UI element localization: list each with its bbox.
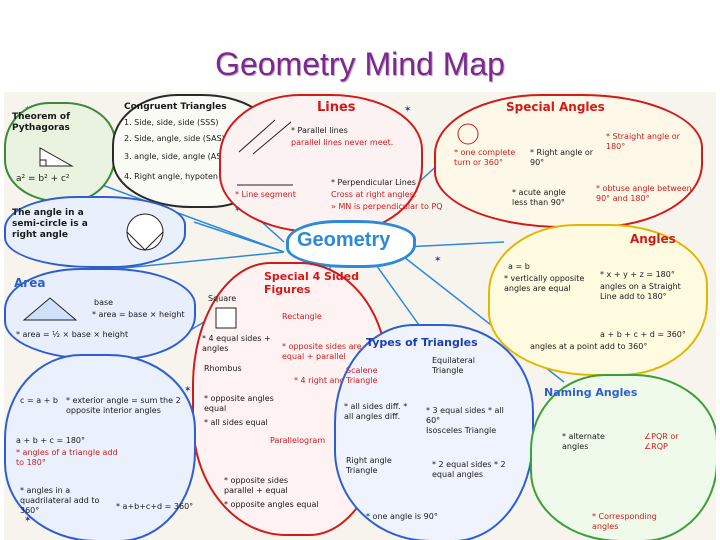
naming-bubble: Naming Angles ∠PQR or ∠RQP * alternate a…	[530, 374, 716, 540]
straight-angle: * Straight angle or 180°	[606, 132, 680, 151]
line-segment-icon	[237, 184, 293, 186]
svg-text:✶: ✶	[434, 254, 442, 264]
mind-map-sheet: ✶✶✶ ✶✶✶ ✶✶✶ ✶✶✶ ✶✶✶ Theorem of Pythagora…	[4, 92, 716, 540]
area-bubble: Area base * area = base × height * area …	[4, 268, 196, 360]
area-rect: * area = base × height	[92, 310, 185, 319]
scalene-note: * all sides diff. * all angles diff.	[344, 402, 408, 421]
perpendicular-label: * Perpendicular Lines	[331, 178, 416, 187]
complete-turn: * one complete turn or 360°	[454, 148, 516, 167]
right-angles-note: * 4 right angles	[294, 376, 356, 385]
segment-label: * Line segment	[235, 190, 296, 199]
square-note: * 4 equal sides + angles	[202, 334, 271, 353]
equilateral-label: Equilateral Triangle	[432, 356, 476, 375]
perpendicular-note: » MN is perpendicular to PQ	[331, 202, 443, 211]
scalene-label: Scalene Triangle	[346, 366, 378, 385]
congruent-item: 1. Side, side, side (SSS)	[124, 118, 219, 127]
page-title: Geometry Mind Map	[215, 46, 505, 82]
area-heading: Area	[14, 276, 46, 290]
perpendicular-note: Cross at right angles.	[331, 190, 417, 199]
parallelogram-note: * opposite sides parallel + equal	[224, 476, 289, 495]
congruent-heading: Congruent Triangles	[124, 102, 227, 112]
right-angle: * Right angle or 90°	[530, 148, 594, 167]
sum-note: * angles of a triangle add to 180°	[16, 448, 118, 467]
area-triangle: * area = ½ × base × height	[16, 330, 129, 339]
exterior-note: * exterior angle = sum the 2 opposite in…	[66, 396, 181, 415]
parallelogram-label: Parallelogram	[270, 436, 326, 445]
svg-text:✶: ✶	[24, 514, 32, 524]
special-angles-heading: Special Angles	[506, 100, 605, 114]
right-triangle-label: Right angle Triangle	[346, 456, 392, 475]
angles-heading: Angles	[630, 232, 676, 246]
isosceles-label: Isosceles Triangle	[426, 426, 497, 435]
area-base-label: base	[94, 298, 114, 307]
line-note: angles on a Straight Line add to 180°	[600, 282, 681, 301]
sum-eq: a + b + c = 180°	[16, 436, 86, 445]
lines-heading: Lines	[317, 100, 356, 115]
congruent-item: 3. angle, side, angle (ASA)	[124, 152, 231, 161]
alternate-angles: * alternate angles	[562, 432, 605, 451]
center-node: Geometry	[286, 220, 416, 268]
quad-sum-note: * angles in a quadrilateral add to 360°	[20, 486, 100, 515]
line-eq: * x + y + z = 180°	[600, 270, 675, 279]
parallelogram-note: * opposite angles equal	[224, 500, 319, 509]
parallel-lines-icon	[238, 119, 292, 155]
rectangle-note: * opposite sides are equal + parallel	[282, 342, 362, 361]
square-label: Square	[208, 294, 237, 303]
rectangle-label: Rectangle	[282, 312, 322, 321]
square-icon	[215, 307, 237, 329]
equilateral-note: * 3 equal sides * all 60°	[426, 406, 504, 425]
semicircle-bubble: The angle in a semi-circle is a right an…	[4, 196, 186, 268]
special-angles-bubble: Special Angles * one complete turn or 36…	[434, 94, 703, 228]
corresponding-angles: * Corresponding angles	[592, 512, 657, 531]
svg-text:✶: ✶	[404, 104, 412, 114]
vertical-note: * vertically opposite angles are equal	[504, 274, 585, 293]
right-triangle-note: * one angle is 90°	[366, 512, 438, 521]
types-bubble: Types of Triangles Equilateral Triangle …	[334, 324, 534, 540]
vertical-eq: a = b	[508, 262, 530, 271]
quad-heading: Special 4 Sided Figures	[264, 270, 359, 296]
center-label: Geometry	[297, 229, 391, 251]
pythagoras-formula: a² = b² + c²	[16, 174, 70, 184]
angles-bubble: Angles a = b * vertically opposite angle…	[488, 224, 708, 376]
congruent-item: 4. Right angle, hypoten use, side (RHS)	[124, 172, 282, 181]
congruent-item: 2. Side, angle, side (SAS)	[124, 134, 225, 143]
quad-sum-eq: * a+b+c+d = 360°	[116, 502, 194, 511]
parallel-label: * Parallel lines	[291, 126, 348, 135]
rhombus-note: * opposite angles equal	[204, 394, 274, 413]
right-triangle-icon	[39, 147, 74, 167]
acute-angle: * acute angle less than 90°	[512, 188, 566, 207]
pythagoras-bubble: Theorem of Pythagoras a² = b² + c²	[4, 102, 116, 202]
semicircle-icon	[126, 213, 164, 251]
naming-heading: Naming Angles	[544, 386, 638, 399]
rhombus-note: * all sides equal	[204, 418, 268, 427]
full-turn-icon	[457, 123, 479, 145]
point-eq: a + b + c + d = 360°	[600, 330, 686, 339]
exterior-eq: c = a + b	[20, 396, 58, 405]
area-shape-icon	[22, 297, 78, 321]
obtuse-angle: * obtuse angle between 90° and 180°	[596, 184, 692, 203]
isosceles-note: * 2 equal sides * 2 equal angles	[432, 460, 506, 479]
svg-text:✶: ✶	[184, 384, 192, 394]
parallel-note: parallel lines never meet.	[291, 138, 394, 147]
pythagoras-heading: Theorem of Pythagoras	[12, 112, 70, 133]
types-heading: Types of Triangles	[366, 336, 478, 349]
lines-bubble: Lines * Parallel lines parallel lines ne…	[219, 94, 443, 233]
semicircle-heading: The angle in a semi-circle is a right an…	[12, 208, 88, 240]
angle-name: ∠PQR or ∠RQP	[644, 432, 679, 451]
rhombus-label: Rhombus	[204, 364, 242, 373]
triangle-angles-bubble: c = a + b * exterior angle = sum the 2 o…	[4, 354, 196, 540]
point-note: angles at a point add to 360°	[530, 342, 648, 351]
